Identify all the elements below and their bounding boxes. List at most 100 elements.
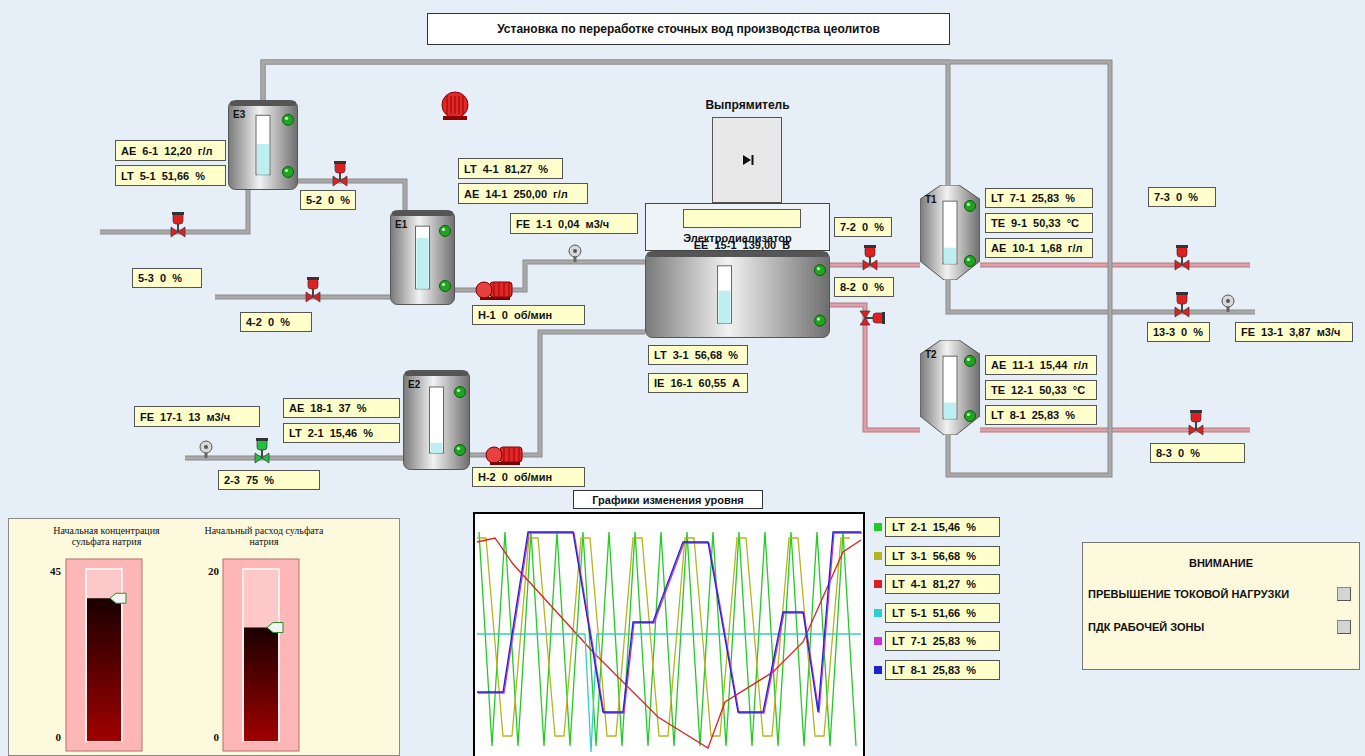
sight-glass: [430, 387, 444, 453]
tank-body: [920, 340, 980, 435]
pipe-edge: [948, 280, 1255, 312]
value-label: AE 18-1 37 %: [289, 402, 366, 414]
legend-swatch: [874, 666, 882, 674]
value-box: FE 1-1 0,04 м3/ч: [510, 213, 638, 234]
rectifier-cabinet: [712, 117, 782, 203]
value-label: AE 10-1 1,68 г/л: [991, 242, 1083, 254]
valve-icon: [333, 161, 347, 186]
legend-item: LT 4-1 81,27 %: [885, 574, 1000, 594]
label: ПРЕВЫШЕНИЕ ТОКОВОЙ НАГРУЗКИ: [1088, 588, 1289, 600]
lamp-glint: [967, 258, 970, 261]
value-box: TE 12-1 50,33 °C: [985, 380, 1097, 400]
valve-stem: [312, 288, 314, 297]
legend-swatch: [874, 580, 882, 588]
motor-fin: [509, 283, 510, 296]
trend-line: [479, 532, 856, 746]
chart-area: [474, 513, 864, 756]
blower-fin: [459, 96, 460, 114]
checkbox: [1337, 587, 1351, 601]
valve-cap: [1176, 292, 1188, 295]
diode-triangle: [743, 155, 751, 165]
value-label: IE 16-1 60,55 А: [654, 377, 740, 389]
legend-swatch: [874, 637, 882, 645]
valve-stem: [1181, 303, 1183, 312]
panel-label: 0: [187, 731, 219, 743]
pump-motor: [500, 447, 522, 462]
legend-item: LT 5-1 51,66 %: [885, 603, 1000, 623]
setpoint-panel: Начальная концентрация сульфата натрияНа…: [8, 518, 400, 756]
value-label: 2-3 75 %: [224, 474, 274, 486]
valve-icon: [1189, 410, 1203, 435]
value-label: TE 9-1 50,33 °C: [991, 217, 1079, 229]
tank-body: [404, 371, 470, 470]
lamp-glint: [967, 413, 970, 416]
blower-base: [443, 116, 467, 120]
value-label: AE 11-1 15,44 г/л: [991, 359, 1088, 371]
tank-shell: [229, 101, 298, 190]
valve-stem: [1181, 256, 1183, 265]
valve-cap: [864, 245, 876, 248]
lamp-glint: [457, 447, 460, 450]
value-label: LT 2-1 15,46 %: [289, 427, 373, 439]
valve-icon: [171, 212, 185, 237]
pipe: [215, 296, 390, 299]
value-box: LT 2-1 15,46 %: [283, 423, 400, 443]
valve-cap: [882, 312, 885, 324]
gauge-pointer: [110, 593, 126, 603]
motor-fin: [504, 448, 505, 461]
motor-fin: [494, 283, 495, 296]
value-label: LT 4-1 81,27 %: [464, 163, 548, 175]
tank-shell: [920, 340, 980, 435]
pipe-connector: [263, 62, 948, 185]
level-fill: [257, 144, 269, 175]
valve-icon: [860, 311, 885, 325]
value-box: 2-3 75 %: [218, 470, 320, 490]
value-box: Н-1 0 об/мин: [472, 305, 585, 325]
valve-cap: [307, 277, 319, 280]
value-label: 8-3 0 %: [1156, 447, 1200, 459]
trend-chart: [474, 513, 864, 756]
label: T2: [925, 349, 937, 360]
value-box: LT 5-1 51,66 %: [115, 165, 226, 186]
valve-icon: [1175, 292, 1189, 317]
chart-title: Графики изменения уровня: [573, 490, 763, 509]
valve-actuator: [1191, 411, 1201, 422]
legend-label: LT 8-1 25,83 %: [892, 664, 976, 676]
title-box: Установка по переработке сточных вод про…: [427, 13, 950, 45]
tank: T2: [920, 340, 980, 435]
value-box: FE 17-1 13 м3/ч: [134, 406, 260, 427]
value-box: TE 9-1 50,33 °C: [985, 213, 1093, 233]
value-box: EE 15-1 139,00 В: [683, 209, 801, 228]
pipe: [948, 280, 1255, 312]
status-lamp: [455, 445, 466, 456]
status-lamp: [440, 225, 451, 236]
valve-actuator: [308, 278, 318, 289]
legend-swatch: [874, 523, 882, 531]
gauge-frame: [66, 559, 142, 751]
value-box: 5-2 0 %: [300, 190, 356, 210]
sight-glass: [256, 115, 270, 174]
blower-icon: [442, 92, 468, 120]
status-lamp: [283, 167, 294, 178]
legend-label: LT 3-1 56,68 %: [892, 550, 976, 562]
meter-center: [573, 249, 577, 253]
legend-item: LT 3-1 56,68 %: [885, 546, 1000, 566]
status-lamp: [965, 200, 976, 211]
pipe-edge: [185, 456, 403, 461]
lamp-glint: [285, 169, 288, 172]
pipe-edge: [263, 62, 948, 185]
level-fill: [719, 291, 731, 324]
lamp-glint: [457, 389, 460, 392]
pump-icon: [476, 282, 512, 300]
valve-cap: [334, 161, 346, 164]
valve-icon: [306, 277, 320, 302]
value-box: 13-3 0 %: [1147, 322, 1210, 342]
value-box: Н-2 0 об/мин: [472, 467, 585, 487]
meter-center: [204, 445, 208, 449]
value-label: 13-3 0 %: [1153, 326, 1203, 338]
tank-rim: [405, 371, 468, 376]
pipe-connector: [263, 62, 1110, 475]
motor-fin: [519, 448, 520, 461]
